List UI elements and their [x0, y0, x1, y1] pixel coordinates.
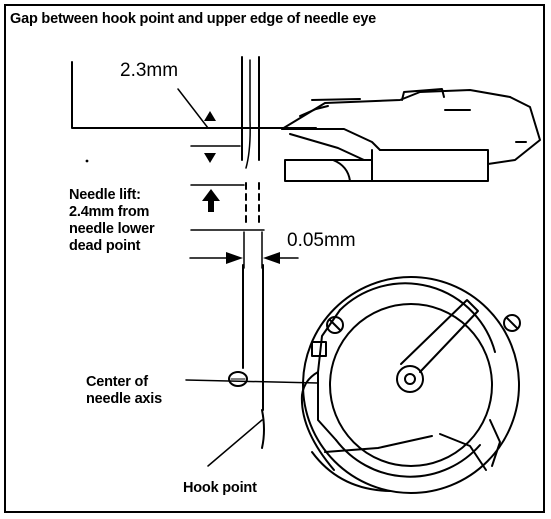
needle-upper — [241, 56, 260, 223]
needle-lift-label: Needle lift: 2.4mm from needle lower dea… — [69, 187, 155, 255]
stray-dot — [85, 159, 89, 163]
hook-point-tip — [261, 409, 265, 449]
gap-measurement-label: 2.3mm — [120, 60, 179, 81]
hook-point-leader — [207, 419, 263, 467]
hook-assembly-upper — [71, 61, 541, 182]
rotary-hook — [300, 276, 521, 494]
dimension-arrows — [202, 111, 280, 264]
needle-axis-line — [185, 379, 319, 384]
diagram-title: Gap between hook point and upper edge of… — [10, 11, 377, 27]
needle-axis-label: Center of needle axis — [86, 374, 162, 408]
diagram-frame — [4, 4, 545, 513]
needle-lower — [228, 264, 264, 411]
hook-point-label: Hook point — [183, 480, 257, 496]
dimension-lines — [177, 88, 299, 269]
clearance-measurement-label: 0.05mm — [287, 230, 356, 251]
